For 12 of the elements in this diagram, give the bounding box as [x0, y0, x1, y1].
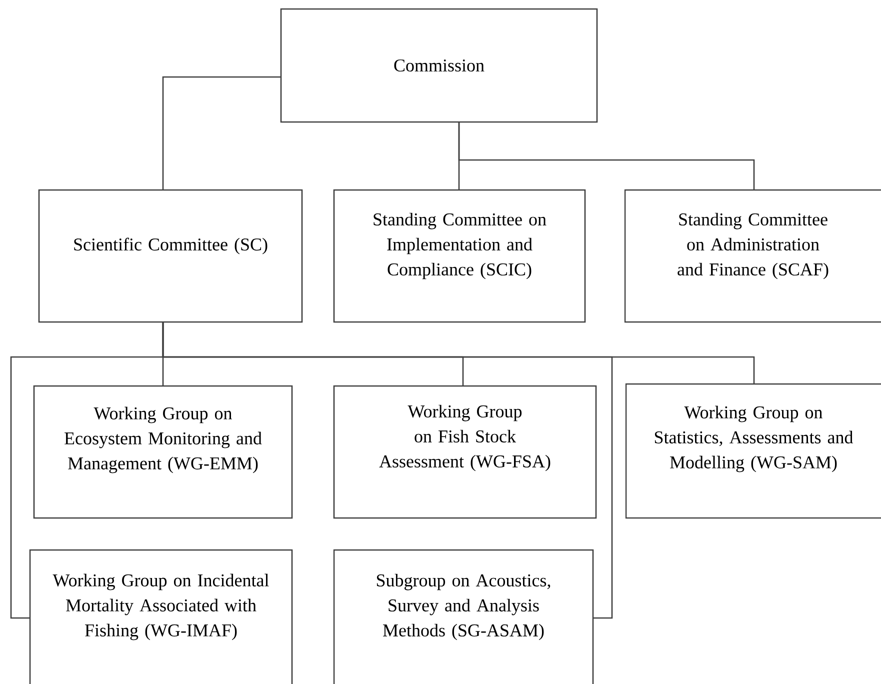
org-box: Standing Committee on Implementation and Compliance (SCIC) — [333, 189, 586, 323]
connector-line — [162, 76, 281, 190]
org-box: Working Group on Fish Stock Assessment (WG-FSA) — [333, 385, 597, 519]
org-box: Standing Committee on Administration and Finance (SCAF) — [624, 189, 881, 323]
org-box: Scientific Committee (SC) — [38, 189, 303, 323]
org-box: Working Group on Statistics, Assessments and Modelling (WG-SAM) — [625, 383, 881, 519]
connector-line — [458, 122, 755, 190]
org-box: Working Group on Ecosystem Monitoring and Management (WG-EMM) — [33, 385, 293, 519]
connector-line — [162, 322, 613, 619]
org-box: Working Group on Incidental Mortality Associated with Fishing (WG-IMAF) — [29, 549, 293, 684]
org-box: Subgroup on Acoustics, Survey and Analysis Methods (SG-ASAM) — [333, 549, 594, 684]
org-box: Commission — [280, 8, 598, 123]
